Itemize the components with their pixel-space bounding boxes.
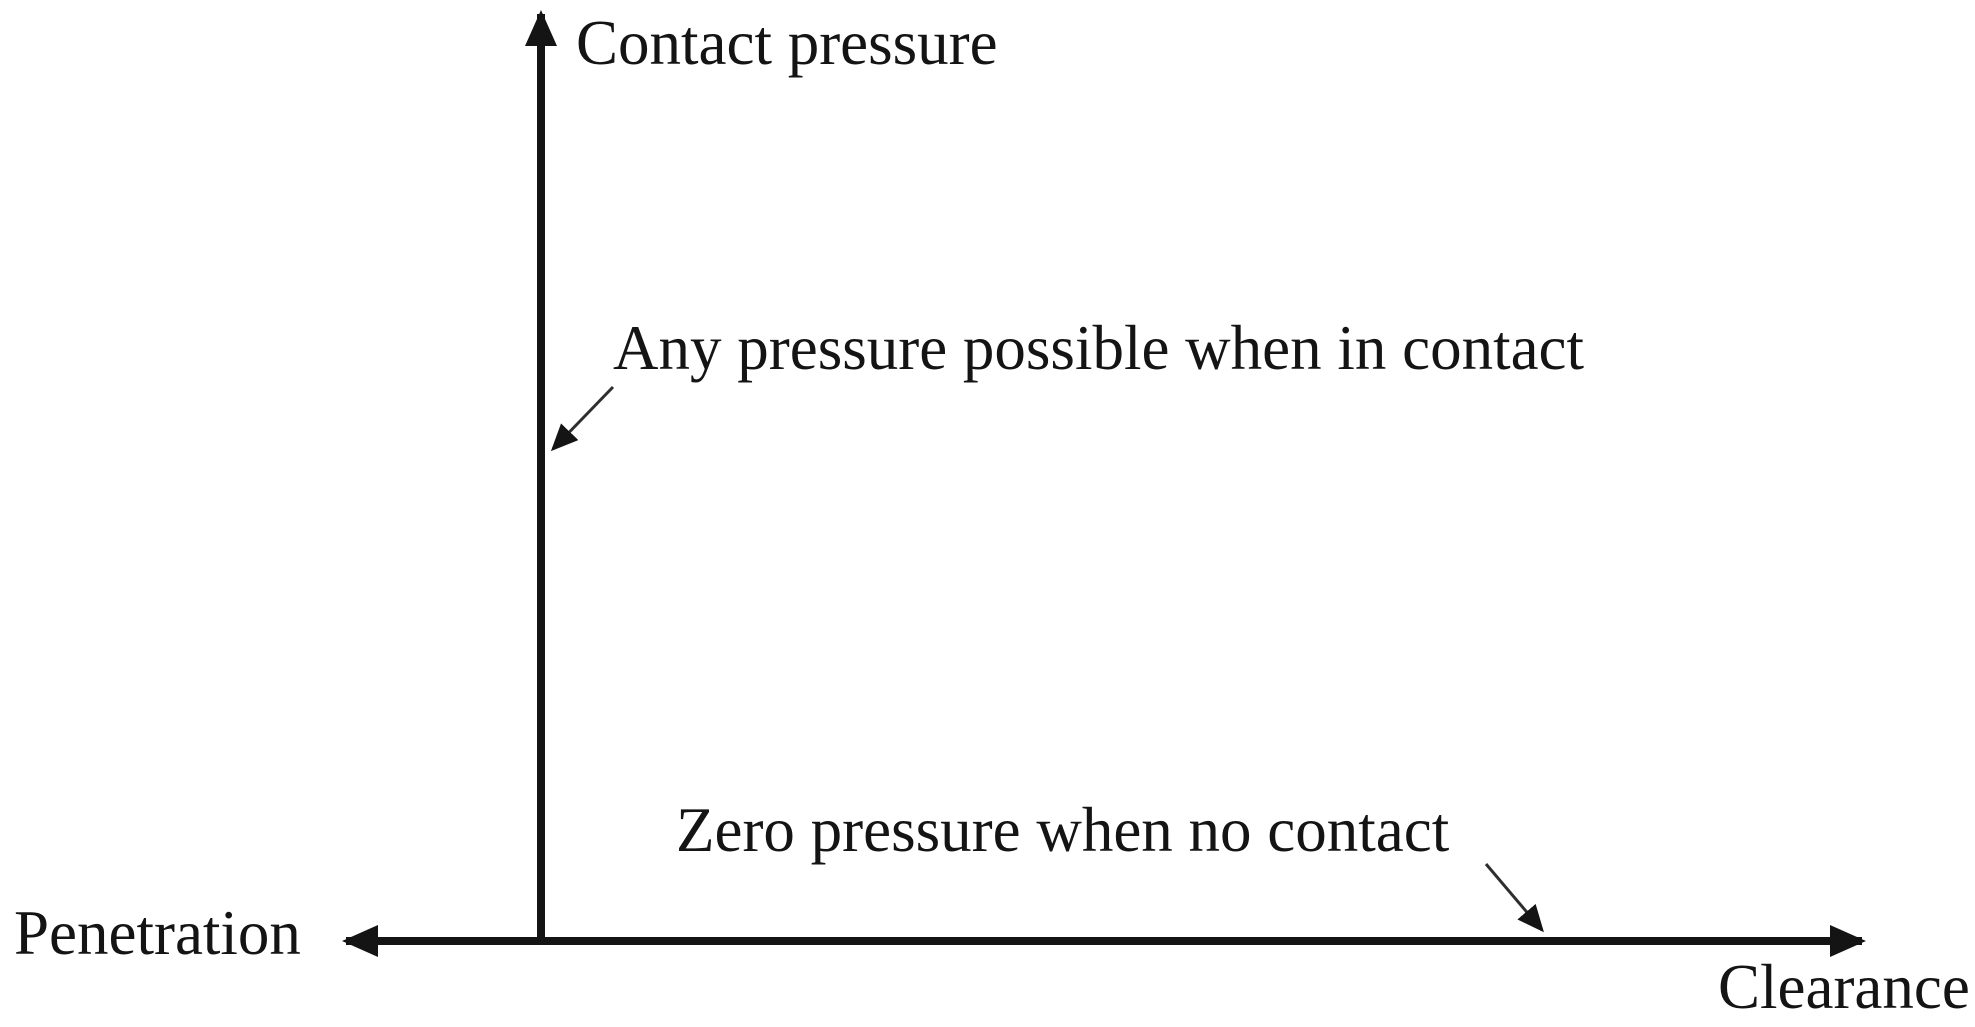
leader-arrow-contact xyxy=(550,385,615,452)
x-axis-label-penetration: Penetration xyxy=(14,898,301,968)
annotation-any-pressure: Any pressure possible when in contact xyxy=(613,313,1585,383)
annotation-zero-pressure: Zero pressure when no contact xyxy=(676,795,1450,865)
x-axis-label-clearance: Clearance xyxy=(1718,952,1970,1022)
leader-arrow-no-contact xyxy=(1484,863,1544,933)
y-axis-label: Contact pressure xyxy=(576,8,998,78)
